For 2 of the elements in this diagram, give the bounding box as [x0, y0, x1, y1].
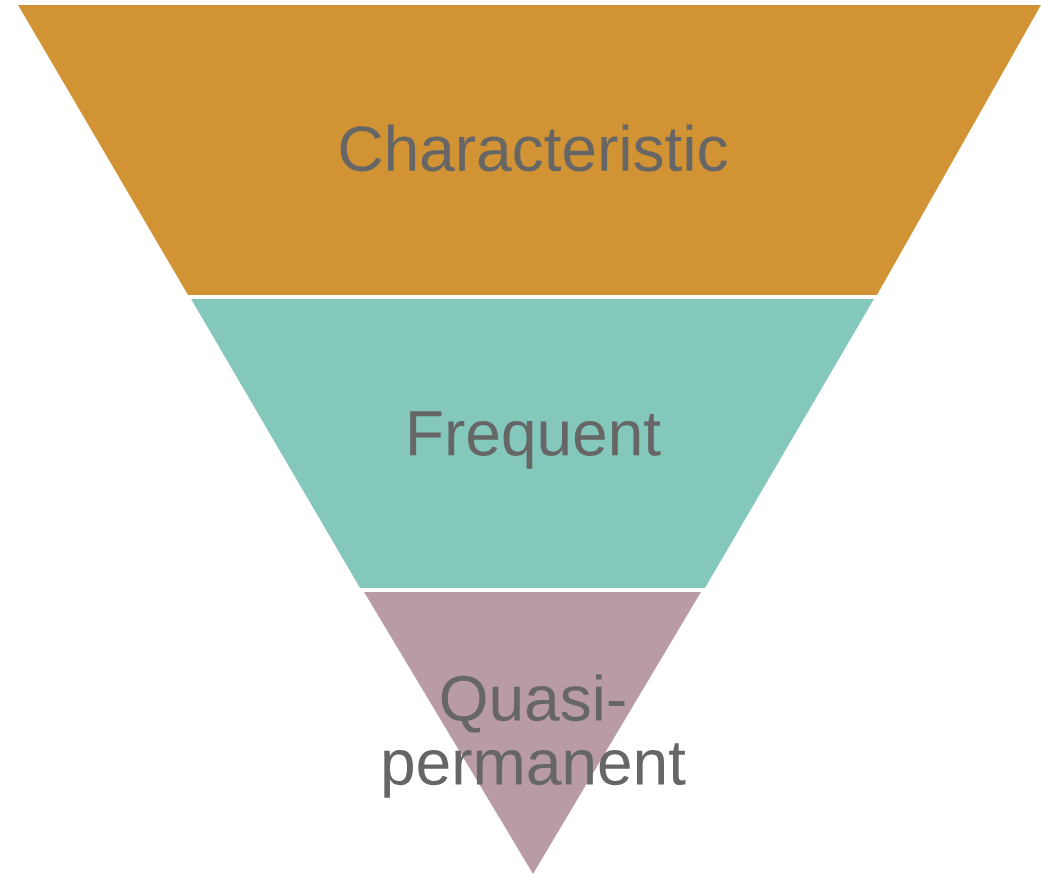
funnel-band: Characteristic — [18, 5, 1041, 295]
funnel-band: Frequent — [191, 299, 874, 588]
